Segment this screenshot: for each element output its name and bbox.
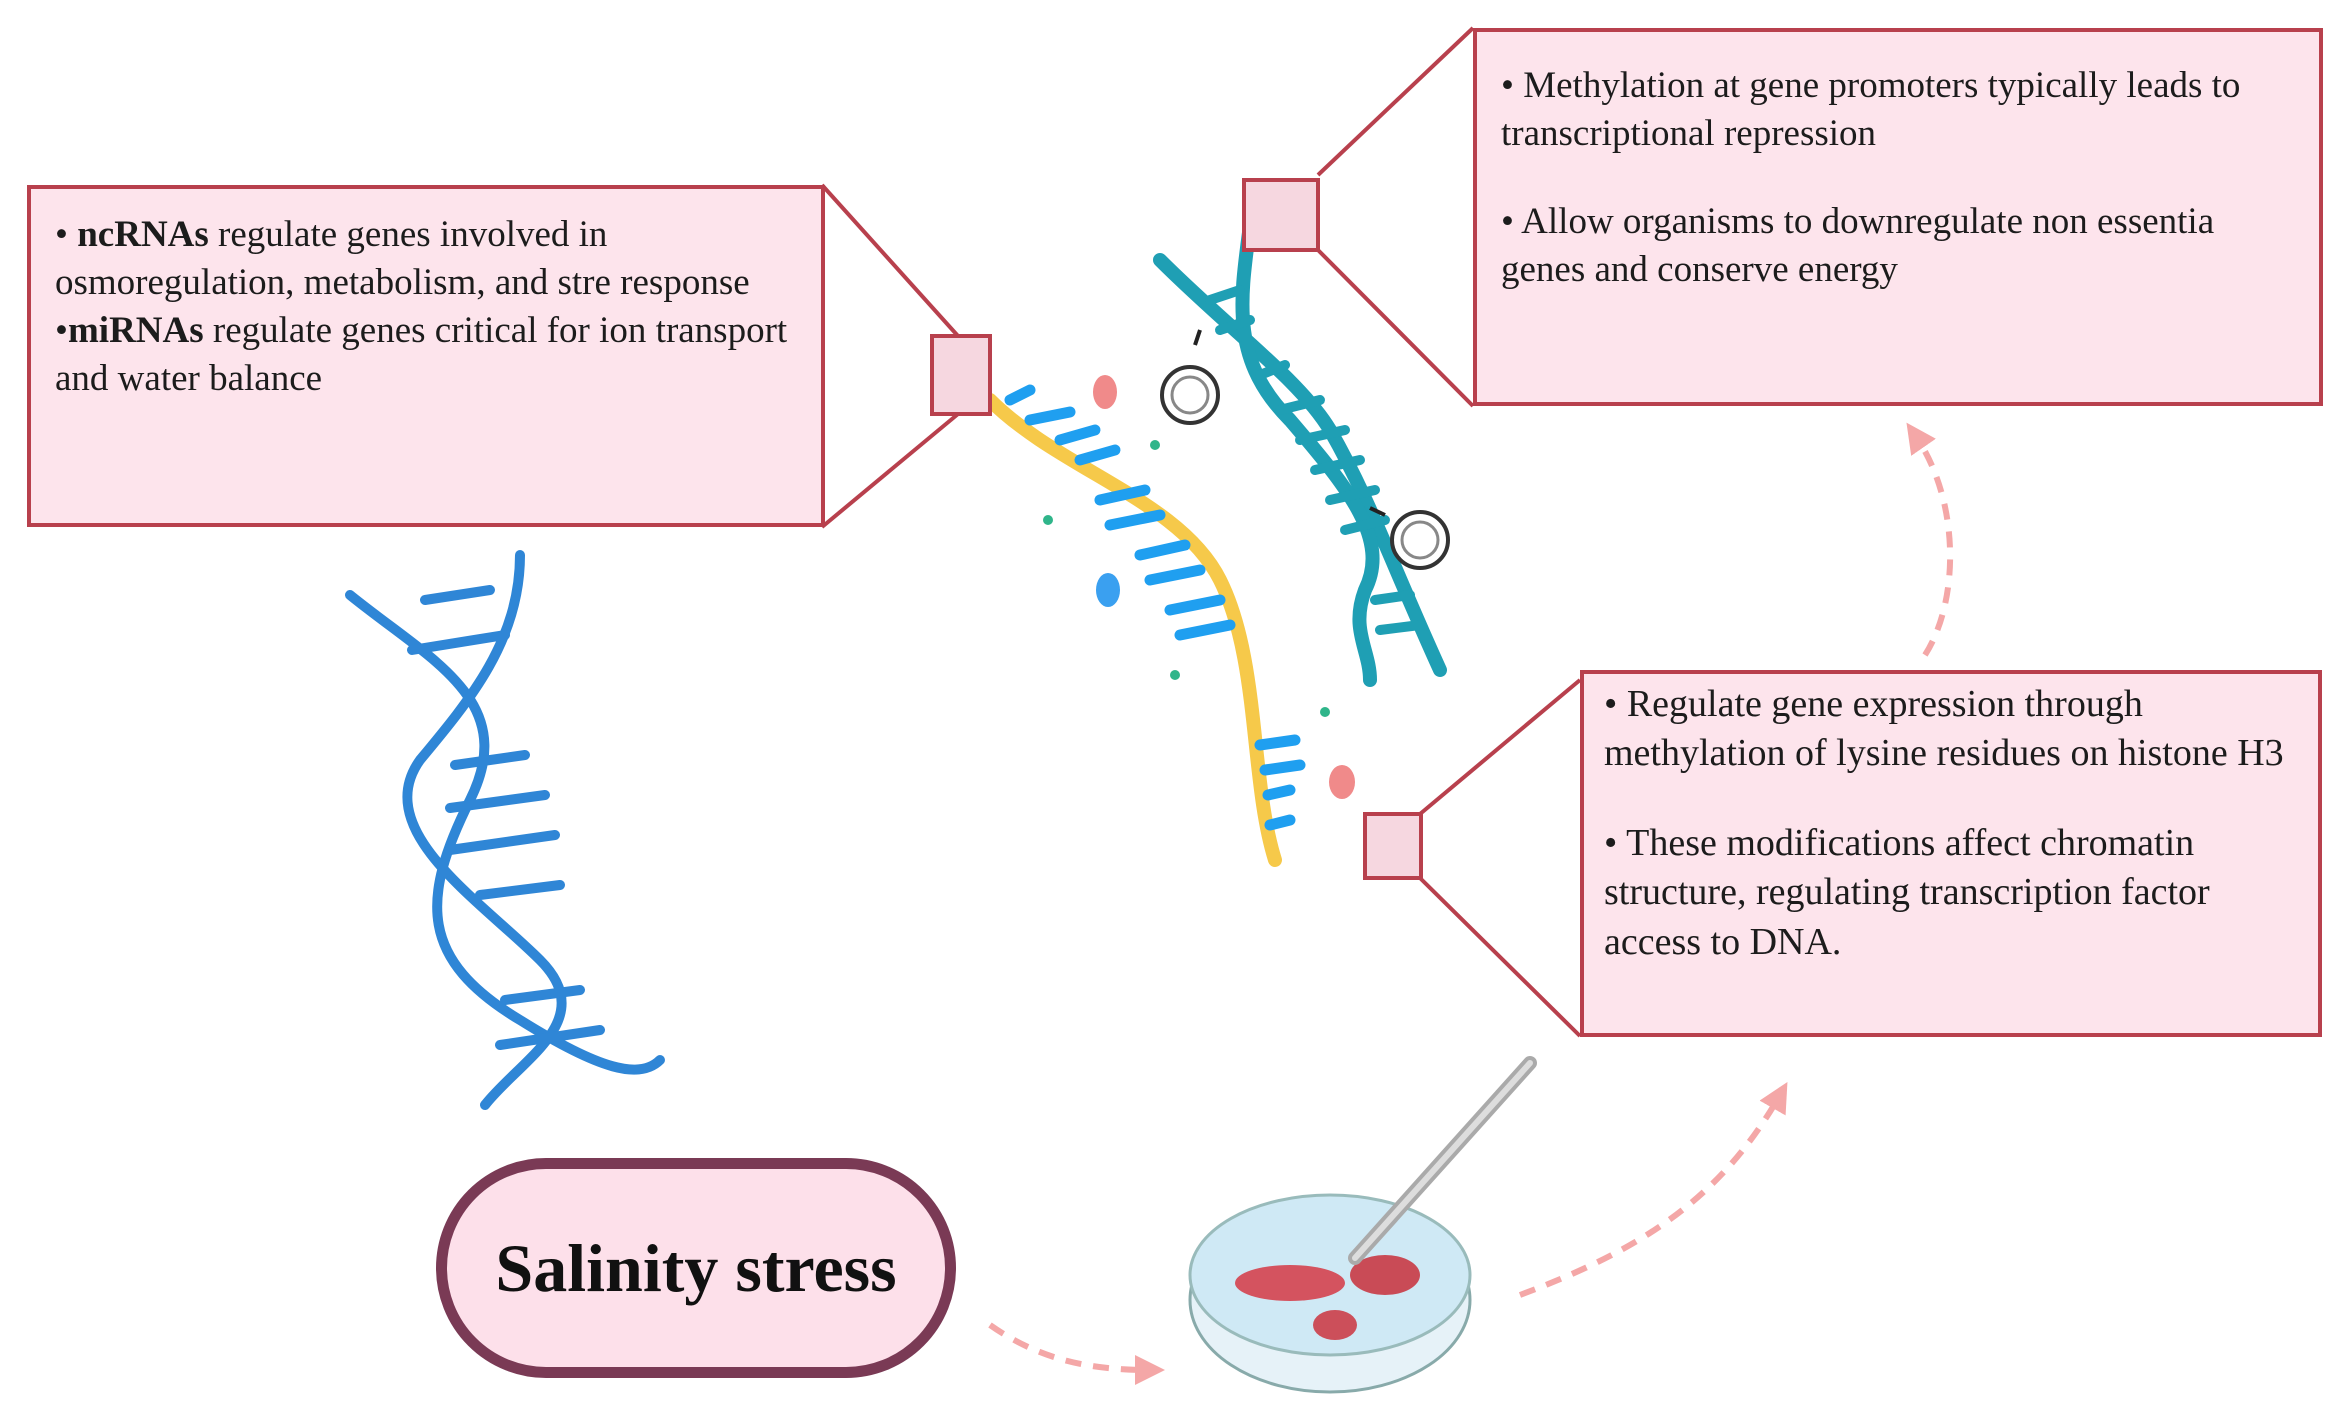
dna-methylation-box: • Methylation at gene promoters typicall… <box>1473 28 2323 406</box>
methylation-bullet-2: • Allow organisms to downregulate non es… <box>1501 201 2215 291</box>
methylation-text-1: Methylation at gene promoters typically … <box>1501 65 2241 155</box>
ncrna-info-box: • ncRNAs regulate genes involved in osmo… <box>27 185 825 527</box>
dna-helix-icon <box>345 550 665 1110</box>
connector-square <box>930 334 992 416</box>
petri-dish-icon <box>1188 1056 1537 1394</box>
histone-bullet-1: • Regulate gene expression through methy… <box>1604 683 2284 775</box>
ncrna-term: ncRNAs <box>77 214 209 255</box>
connector-lines <box>820 26 1582 1038</box>
connector-square <box>1363 812 1423 880</box>
histone-text-2: These modifications affect chromatin str… <box>1604 821 2210 963</box>
ncrna-text: regulate genes involved in osmoregulatio… <box>55 214 750 304</box>
histone-text-1: Regulate gene expression through methyla… <box>1604 683 2284 775</box>
histone-modification-box: • Regulate gene expression through methy… <box>1580 670 2322 1037</box>
mirna-term: miRNAs <box>67 310 204 352</box>
dna-helix-icon <box>1153 218 1450 687</box>
ncrna-bullet: • ncRNAs regulate genes involved in osmo… <box>55 214 750 304</box>
mirna-text: regulate genes critical for ion transpor… <box>55 310 788 400</box>
connector-square <box>1242 178 1320 252</box>
rna-strand-icon <box>983 375 1355 867</box>
salinity-stress-label: Salinity stress <box>436 1158 956 1378</box>
methylation-bullet-1: • Methylation at gene promoters typicall… <box>1501 65 2241 155</box>
histone-bullet-2: • These modifications affect chromatin s… <box>1604 821 2210 963</box>
mirna-bullet: •miRNAs regulate genes critical for ion … <box>55 310 788 400</box>
methylation-text-2: Allow organisms to downregulate non esse… <box>1501 201 2215 291</box>
flow-arrows <box>988 422 1954 1385</box>
